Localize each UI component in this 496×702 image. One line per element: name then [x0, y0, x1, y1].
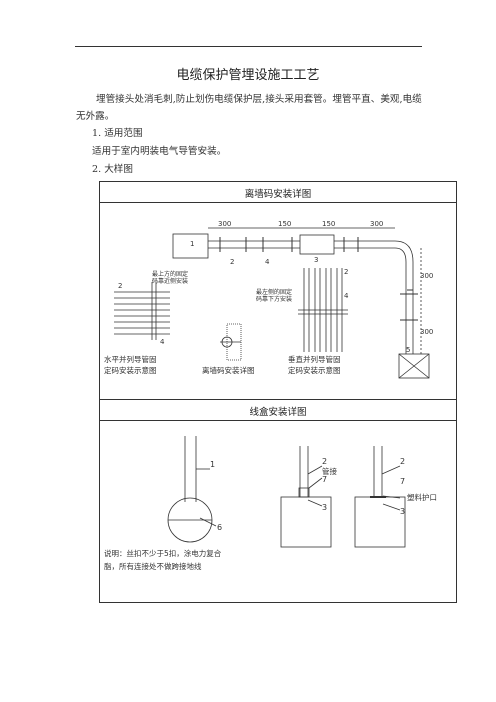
note-line: 脂，所有连接处不做跨接地线: [104, 561, 202, 571]
bottom-figure-title: 线盒安装详图: [249, 407, 307, 418]
callout: 2: [118, 282, 122, 290]
title-separator: [100, 420, 456, 421]
title-separator: [100, 202, 456, 203]
dim-label: 300: [420, 272, 433, 280]
dim-label: 300: [420, 328, 433, 336]
label-plastic-guard: 塑料护口: [407, 492, 437, 502]
callout: 1: [190, 240, 194, 248]
caption-horizontal: 水平并列导管固: [104, 354, 157, 364]
junction-box-3: [299, 234, 335, 255]
square-box-right: [354, 496, 406, 548]
callout: 3: [314, 256, 318, 264]
callout: 2: [344, 268, 348, 276]
callout: 2: [322, 457, 327, 466]
section1-heading: 1. 适用范围: [92, 128, 143, 139]
note-line: 说明：丝扣不少于5扣，涂电力复合: [104, 548, 222, 558]
callout: 4: [160, 338, 165, 346]
callout: 4: [265, 258, 270, 266]
callout: 3: [322, 503, 327, 512]
callout: 2: [400, 457, 405, 466]
label-pipe-joint: 管接: [322, 466, 337, 476]
dim-label: 300: [218, 220, 231, 228]
detail-drawing-frame: 离墙码安装详图 线盒安装详图: [99, 181, 457, 603]
caption-horizontal: 定码安装示意图: [104, 365, 157, 375]
callout: 1: [210, 460, 215, 469]
callout: 2: [230, 258, 234, 266]
callout: 7: [400, 477, 405, 486]
note-right: 码靠下方安装: [256, 295, 292, 303]
intro-paragraph: 埋管接头处消毛刺,防止划伤电缆保护层,接头采用套管。埋管平直、美观,电缆无外露。: [76, 94, 422, 122]
note-right: 最左侧的固定: [256, 288, 292, 296]
callout: 4: [344, 292, 349, 300]
callout: 3: [400, 507, 405, 516]
document-title: 电缆保护管埋设施工工艺: [176, 68, 320, 83]
callout: 5: [406, 346, 410, 354]
dim-label: 150: [322, 220, 335, 228]
header-rule: [75, 46, 422, 47]
section-separator: [100, 399, 456, 400]
junction-box-1: [172, 233, 209, 259]
callout: 7: [322, 475, 327, 484]
junction-box-5: [398, 353, 430, 379]
caption-wall: 离墙码安装详图: [202, 365, 255, 375]
dim-label: 150: [278, 220, 291, 228]
section2-heading: 2. 大样图: [92, 164, 133, 175]
caption-vertical: 定码安装示意图: [288, 365, 341, 375]
caption-vertical: 垂直并列导管固: [288, 354, 341, 364]
note-top-left: 最上方的固定: [152, 270, 188, 278]
section1-text: 适用于室内明装电气导管安装。: [92, 146, 227, 157]
dim-label: 300: [370, 220, 383, 228]
note-top-left: 码靠近侧安装: [152, 277, 188, 285]
detail-drawings: 300 150 150 300 300 300 1 2 4 3 2 4 5 2 …: [104, 220, 437, 571]
top-figure-title: 离墙码安装详图: [244, 189, 312, 200]
callout: 6: [217, 523, 222, 532]
